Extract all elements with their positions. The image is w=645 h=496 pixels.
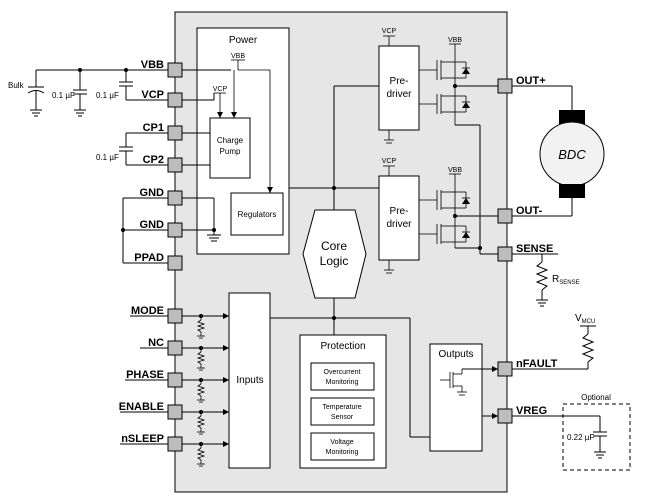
pin-nsleep: nSLEEP [121, 433, 183, 452]
core-logic-label-1: Core [321, 239, 347, 253]
charge-pump-block [209, 117, 251, 179]
fet-top-high [419, 60, 470, 86]
bulk-label: Bulk [8, 81, 25, 90]
pin-nfault: nFAULT [497, 358, 558, 377]
svg-text:PPAD: PPAD [134, 252, 164, 264]
voltage-label-2: Monitoring [326, 449, 359, 456]
pin-vreg: VREG [497, 405, 547, 424]
pin-gnd-2: GND [140, 219, 183, 238]
hbridge-top-vbb: VBB [448, 37, 462, 44]
svg-text:nFAULT: nFAULT [516, 358, 558, 370]
fet-bottom-high [419, 190, 470, 216]
svg-text:VCP: VCP [141, 89, 164, 101]
svg-text:VBB: VBB [141, 59, 164, 71]
svg-text:nSLEEP: nSLEEP [121, 433, 164, 445]
hbridge-bottom-vbb: VBB [448, 167, 462, 174]
charge-pump-label-2: Pump [220, 147, 241, 156]
fet-top-low [419, 86, 470, 125]
pulldown-phase [196, 378, 206, 403]
vmcu-label: VMCU [575, 313, 595, 325]
power-label: Power [229, 35, 258, 46]
temperature-label-2: Sensor [331, 414, 354, 421]
predriver-top-label-2: driver [386, 89, 412, 100]
svg-text:GND: GND [140, 219, 165, 231]
regulators-label: Regulators [238, 210, 277, 219]
optional-box [562, 403, 631, 471]
pin-phase: PHASE [126, 369, 183, 388]
pin-vcp: VCP [141, 89, 183, 108]
cap-vreg-value: 0.22 µF [567, 433, 594, 442]
svg-text:PHASE: PHASE [126, 369, 164, 381]
optional-label: Optional [581, 393, 611, 402]
core-logic-label-2: Logic [320, 254, 349, 268]
pulldown-nc [196, 346, 206, 371]
svg-text:ENABLE: ENABLE [119, 401, 164, 413]
inputs-label: Inputs [236, 375, 263, 386]
voltage-label-1: Voltage [330, 439, 353, 446]
pin-out-plus: OUT+ [497, 75, 546, 94]
predriver-top-vcp: VCP [382, 28, 397, 35]
pin-gnd-1: GND [140, 187, 183, 206]
predriver-top-block [378, 45, 420, 131]
overcurrent-label-2: Monitoring [326, 379, 359, 386]
protection-label: Protection [320, 341, 365, 352]
pulldown-nsleep [196, 442, 206, 467]
pulldown-enable [196, 410, 206, 435]
pin-enable: ENABLE [119, 401, 183, 420]
power-vbb-label: VBB [231, 53, 245, 60]
fet-nfault [440, 369, 467, 396]
power-vcp-label: VCP [213, 86, 228, 93]
svg-text:OUT-: OUT- [516, 205, 543, 217]
predriver-bottom-vcp: VCP [382, 158, 397, 165]
svg-text:GND: GND [140, 187, 165, 199]
pin-ppad: PPAD [134, 252, 183, 271]
cap-vcp-value: 0.1 µF [96, 91, 119, 100]
pin-vbb: VBB [141, 59, 183, 78]
predriver-top-label-1: Pre- [390, 76, 409, 87]
cap-bulk-value: 0.1 µF [52, 91, 75, 100]
predriver-bottom-label-2: driver [386, 219, 412, 230]
core-logic-block [302, 209, 367, 299]
overcurrent-label-1: Overcurrent [324, 369, 361, 376]
predriver-bottom-label-1: Pre- [390, 206, 409, 217]
overcurrent-block [310, 362, 375, 391]
svg-text:CP1: CP1 [143, 122, 164, 134]
motor-label: BDC [558, 147, 586, 162]
temperature-label-1: Temperature [322, 404, 361, 411]
pulldown-mode [196, 314, 206, 339]
svg-text:NC: NC [148, 337, 164, 349]
temperature-block [310, 397, 375, 426]
pin-sense: SENSE [497, 243, 553, 262]
svg-text:OUT+: OUT+ [516, 75, 546, 87]
svg-text:VREG: VREG [516, 405, 547, 417]
outputs-block [429, 343, 483, 452]
rsense-label: RSENSE [552, 274, 580, 286]
fet-bottom-low [419, 216, 470, 248]
svg-text:SENSE: SENSE [516, 243, 553, 255]
charge-pump-label-1: Charge [217, 136, 244, 145]
cap-cp-value: 0.1 µF [96, 153, 119, 162]
regulators-block [230, 192, 284, 236]
voltage-block [310, 432, 375, 461]
outputs-label: Outputs [438, 349, 473, 360]
pin-mode: MODE [131, 305, 183, 324]
predriver-bottom-block [378, 175, 420, 261]
svg-text:MODE: MODE [131, 305, 164, 317]
svg-text:CP2: CP2 [143, 154, 164, 166]
pin-nc: NC [148, 337, 183, 356]
